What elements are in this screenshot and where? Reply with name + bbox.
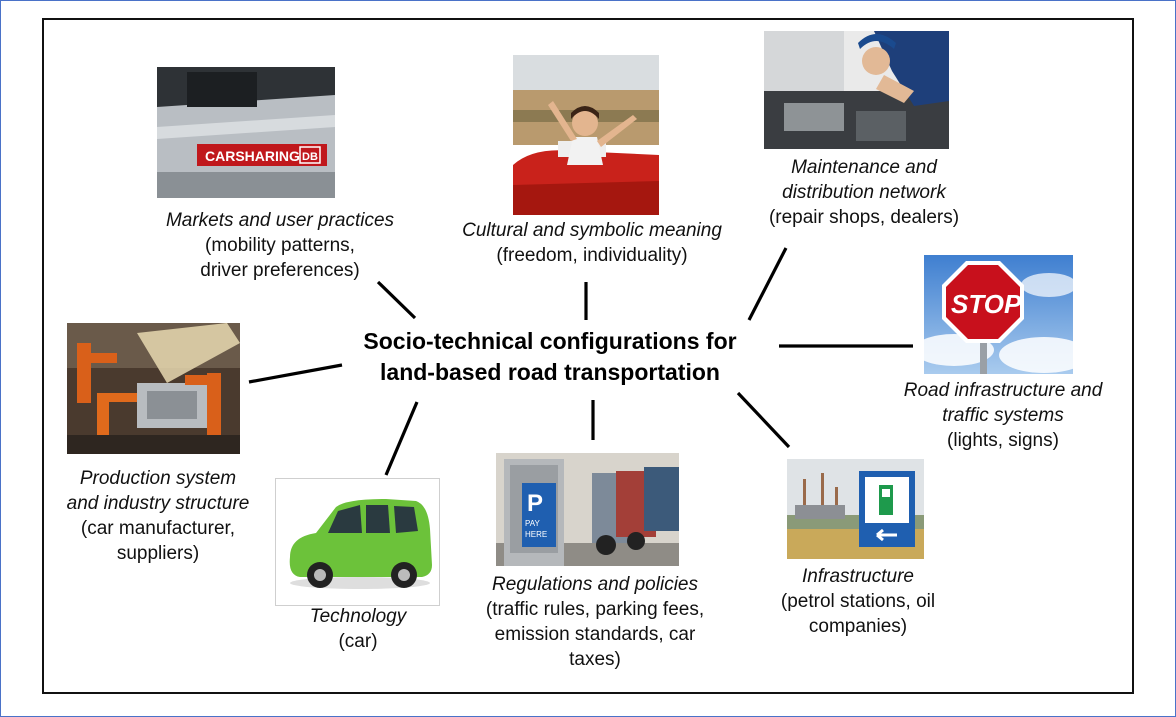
petrol-station-photo bbox=[787, 459, 924, 559]
maintenance-title-line: distribution network bbox=[782, 182, 946, 203]
connector-technology bbox=[384, 401, 419, 476]
production-detail-line: suppliers) bbox=[116, 543, 200, 564]
road-title-line: traffic systems bbox=[942, 405, 1064, 426]
svg-text:CARSHARING: CARSHARING bbox=[205, 148, 300, 164]
cultural-label: Cultural and symbolic meaning (freedom, … bbox=[432, 218, 752, 268]
production-title-line: and industry structure bbox=[66, 493, 250, 514]
connector-production bbox=[248, 363, 343, 384]
carsharing-photo: CARSHARING DB bbox=[157, 67, 335, 198]
markets-title: Markets and user practices bbox=[165, 210, 395, 231]
connector-maintenance bbox=[747, 247, 788, 321]
diagram-frame bbox=[42, 18, 1134, 694]
regulations-detail-line: emission standards, car bbox=[494, 624, 696, 645]
markets-detail-line: (mobility patterns, bbox=[205, 235, 355, 256]
connector-markets bbox=[376, 280, 417, 320]
technology-title: Technology bbox=[309, 606, 407, 627]
convertible-photo bbox=[513, 55, 659, 215]
mechanic-photo bbox=[764, 31, 949, 149]
green-car-photo bbox=[275, 478, 440, 606]
center-title-line: Socio-technical configurations for bbox=[363, 328, 737, 354]
markets-label: Markets and user practices (mobility pat… bbox=[120, 208, 440, 283]
production-detail-line: (car manufacturer, bbox=[80, 518, 236, 539]
svg-text:DB: DB bbox=[302, 151, 318, 163]
production-title-line: Production system bbox=[79, 468, 237, 489]
road-title-line: Road infrastructure and bbox=[903, 380, 1103, 401]
connector-infrastructure bbox=[736, 391, 791, 449]
stop-sign-photo: STOP bbox=[924, 255, 1073, 374]
regulations-title: Regulations and policies bbox=[492, 574, 698, 595]
infrastructure-detail-line: (petrol stations, oil bbox=[780, 591, 936, 612]
road-detail-line: (lights, signs) bbox=[947, 430, 1059, 451]
svg-text:STOP: STOP bbox=[951, 289, 1022, 319]
svg-text:HERE: HERE bbox=[525, 530, 547, 539]
regulations-detail-line: taxes) bbox=[569, 649, 621, 670]
center-title: Socio-technical configurations for land-… bbox=[330, 326, 770, 388]
road-label: Road infrastructure and traffic systems … bbox=[872, 378, 1134, 453]
cultural-detail-line: (freedom, individuality) bbox=[496, 245, 688, 266]
technology-detail-line: (car) bbox=[338, 631, 378, 652]
infrastructure-title: Infrastructure bbox=[802, 566, 914, 587]
markets-detail-line: driver preferences) bbox=[200, 260, 360, 281]
maintenance-title-line: Maintenance and bbox=[791, 157, 937, 178]
cultural-title: Cultural and symbolic meaning bbox=[462, 220, 722, 241]
parking-meter-photo: P PAY HERE bbox=[496, 453, 679, 566]
production-line-photo bbox=[67, 323, 240, 454]
production-label: Production system and industry structure… bbox=[38, 466, 278, 566]
infrastructure-detail-line: companies) bbox=[808, 616, 908, 637]
center-title-line: land-based road transportation bbox=[380, 359, 720, 385]
regulations-detail-line: (traffic rules, parking fees, bbox=[485, 599, 705, 620]
technology-label: Technology (car) bbox=[283, 604, 433, 654]
maintenance-detail-line: (repair shops, dealers) bbox=[768, 207, 960, 228]
infrastructure-label: Infrastructure (petrol stations, oil com… bbox=[748, 564, 968, 639]
svg-text:PAY: PAY bbox=[525, 519, 540, 528]
regulations-label: Regulations and policies (traffic rules,… bbox=[450, 572, 740, 672]
maintenance-label: Maintenance and distribution network (re… bbox=[734, 155, 994, 230]
svg-text:P: P bbox=[527, 490, 543, 517]
